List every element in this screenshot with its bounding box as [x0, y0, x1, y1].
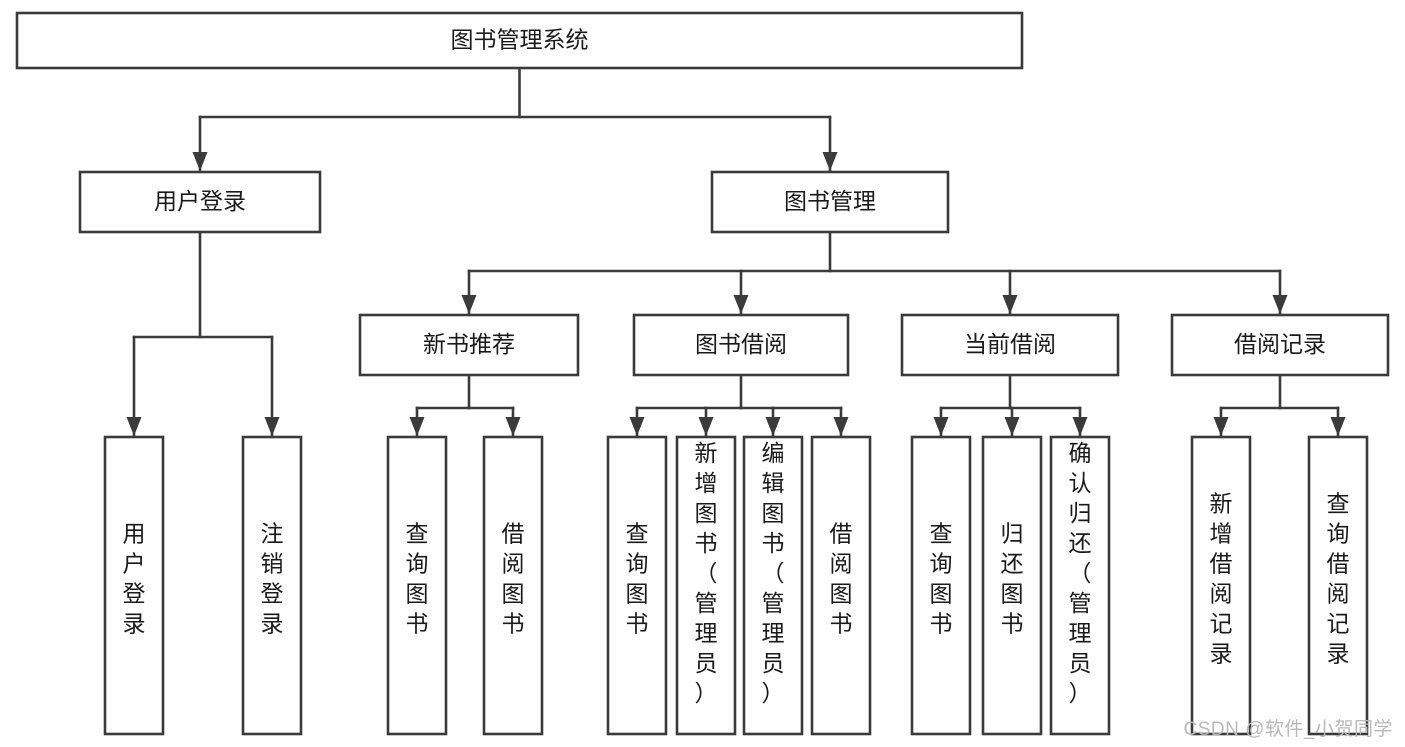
arrow-head-icon: [1002, 295, 1018, 314]
arrow-head-icon: [1072, 417, 1088, 436]
leaf-node-leaf-logout-label: 注销登录: [261, 521, 284, 637]
leaf-node-leaf-borrow-book-1[interactable]: 借阅图书: [482, 435, 544, 736]
arrow-head-icon: [1330, 417, 1346, 436]
arrow-head-icon: [765, 417, 781, 436]
nodes-layer: 图书管理系统用户登录图书管理新书推荐图书借阅当前借阅借阅记录用户登录注销登录查询…: [15, 11, 1390, 736]
arrow-head-icon: [698, 417, 714, 436]
leaf-node-leaf-query-book-1-label: 查询图书: [406, 521, 429, 637]
leaf-node-leaf-edit-book-label: 编辑图书（管理员）: [762, 440, 785, 706]
node-new-book-rec-label: 新书推荐: [423, 331, 515, 357]
leaf-node-leaf-confirm-return-box[interactable]: [1049, 435, 1111, 736]
node-book-manage[interactable]: 图书管理: [710, 170, 950, 234]
leaf-node-leaf-query-book-3-box[interactable]: [910, 435, 972, 736]
watermark-label: CSDN @软件_小贺同学: [1183, 719, 1393, 740]
node-new-book-rec[interactable]: 新书推荐: [358, 313, 580, 377]
arrow-head-icon: [461, 295, 477, 314]
arrow-head-icon: [264, 417, 280, 436]
root-node-book-management-system[interactable]: 图书管理系统: [15, 11, 1024, 70]
node-current-borrow-box[interactable]: [900, 313, 1120, 377]
arrow-head-icon: [1213, 417, 1229, 436]
arrow-head-icon: [409, 417, 425, 436]
leaf-node-leaf-query-book-2-box[interactable]: [606, 435, 668, 736]
node-borrow-record-label: 借阅记录: [1234, 331, 1326, 357]
leaf-node-leaf-query-book-2[interactable]: 查询图书: [606, 435, 668, 736]
node-borrow-record-box[interactable]: [1170, 313, 1390, 377]
leaf-node-leaf-add-record-label: 新增借阅记录: [1210, 491, 1233, 667]
leaf-node-leaf-add-book[interactable]: 新增图书（管理员）: [675, 435, 737, 736]
arrow-head-icon: [629, 417, 645, 436]
node-user-login-label: 用户登录: [154, 188, 246, 214]
node-user-login-box[interactable]: [78, 170, 322, 234]
leaf-node-leaf-confirm-return[interactable]: 确认归还（管理员）: [1049, 435, 1111, 736]
arrow-head-icon: [933, 417, 949, 436]
node-book-manage-label: 图书管理: [784, 188, 876, 214]
leaf-node-leaf-edit-book-box[interactable]: [742, 435, 804, 736]
node-book-borrow[interactable]: 图书借阅: [632, 313, 850, 377]
node-book-borrow-label: 图书借阅: [695, 331, 787, 357]
leaf-node-leaf-query-book-3[interactable]: 查询图书: [910, 435, 972, 736]
leaf-node-leaf-return-book-box[interactable]: [981, 435, 1043, 736]
node-book-manage-box[interactable]: [710, 170, 950, 234]
arrow-head-icon: [192, 152, 208, 171]
arrow-head-icon: [733, 295, 749, 314]
leaf-node-leaf-borrow-book-2-label: 借阅图书: [830, 521, 853, 637]
leaf-node-leaf-query-book-2-label: 查询图书: [626, 521, 649, 637]
arrow-head-icon: [822, 152, 838, 171]
leaf-node-leaf-edit-book[interactable]: 编辑图书（管理员）: [742, 435, 804, 736]
leaf-node-leaf-add-record-box[interactable]: [1190, 435, 1252, 736]
leaf-node-leaf-query-record-box[interactable]: [1307, 435, 1369, 736]
root-node-book-management-system-box[interactable]: [15, 11, 1024, 70]
arrow-head-icon: [1004, 417, 1020, 436]
node-borrow-record[interactable]: 借阅记录: [1170, 313, 1390, 377]
connectors-layer: [126, 66, 1346, 438]
arrow-head-icon: [1272, 295, 1288, 314]
leaf-node-leaf-query-book-3-label: 查询图书: [930, 521, 953, 637]
leaf-node-leaf-logout[interactable]: 注销登录: [241, 435, 303, 736]
leaf-node-leaf-borrow-book-2-box[interactable]: [810, 435, 872, 736]
arrow-head-icon: [505, 417, 521, 436]
arrow-head-icon: [833, 417, 849, 436]
node-book-borrow-box[interactable]: [632, 313, 850, 377]
arrow-head-icon: [126, 417, 142, 436]
node-current-borrow[interactable]: 当前借阅: [900, 313, 1120, 377]
leaf-node-leaf-borrow-book-2[interactable]: 借阅图书: [810, 435, 872, 736]
leaf-node-leaf-user-login[interactable]: 用户登录: [103, 435, 165, 736]
leaf-node-leaf-query-record-label: 查询借阅记录: [1327, 491, 1350, 667]
leaf-node-leaf-user-login-box[interactable]: [103, 435, 165, 736]
root-node-book-management-system-label: 图书管理系统: [451, 27, 589, 53]
node-user-login[interactable]: 用户登录: [78, 170, 322, 234]
leaf-node-leaf-query-book-1[interactable]: 查询图书: [386, 435, 448, 736]
leaf-node-leaf-return-book-label: 归还图书: [1001, 521, 1024, 637]
node-new-book-rec-box[interactable]: [358, 313, 580, 377]
node-current-borrow-label: 当前借阅: [964, 331, 1056, 357]
leaf-node-leaf-confirm-return-label: 确认归还（管理员）: [1069, 440, 1092, 706]
leaf-node-leaf-borrow-book-1-box[interactable]: [482, 435, 544, 736]
leaf-node-leaf-return-book[interactable]: 归还图书: [981, 435, 1043, 736]
leaf-node-leaf-query-book-1-box[interactable]: [386, 435, 448, 736]
leaf-node-leaf-borrow-book-1-label: 借阅图书: [502, 521, 525, 637]
leaf-node-leaf-logout-box[interactable]: [241, 435, 303, 736]
leaf-node-leaf-add-record[interactable]: 新增借阅记录: [1190, 435, 1252, 736]
leaf-node-leaf-add-book-box[interactable]: [675, 435, 737, 736]
leaf-node-leaf-add-book-label: 新增图书（管理员）: [695, 440, 718, 706]
leaf-node-leaf-user-login-label: 用户登录: [123, 521, 146, 637]
leaf-node-leaf-query-record[interactable]: 查询借阅记录: [1307, 435, 1369, 736]
